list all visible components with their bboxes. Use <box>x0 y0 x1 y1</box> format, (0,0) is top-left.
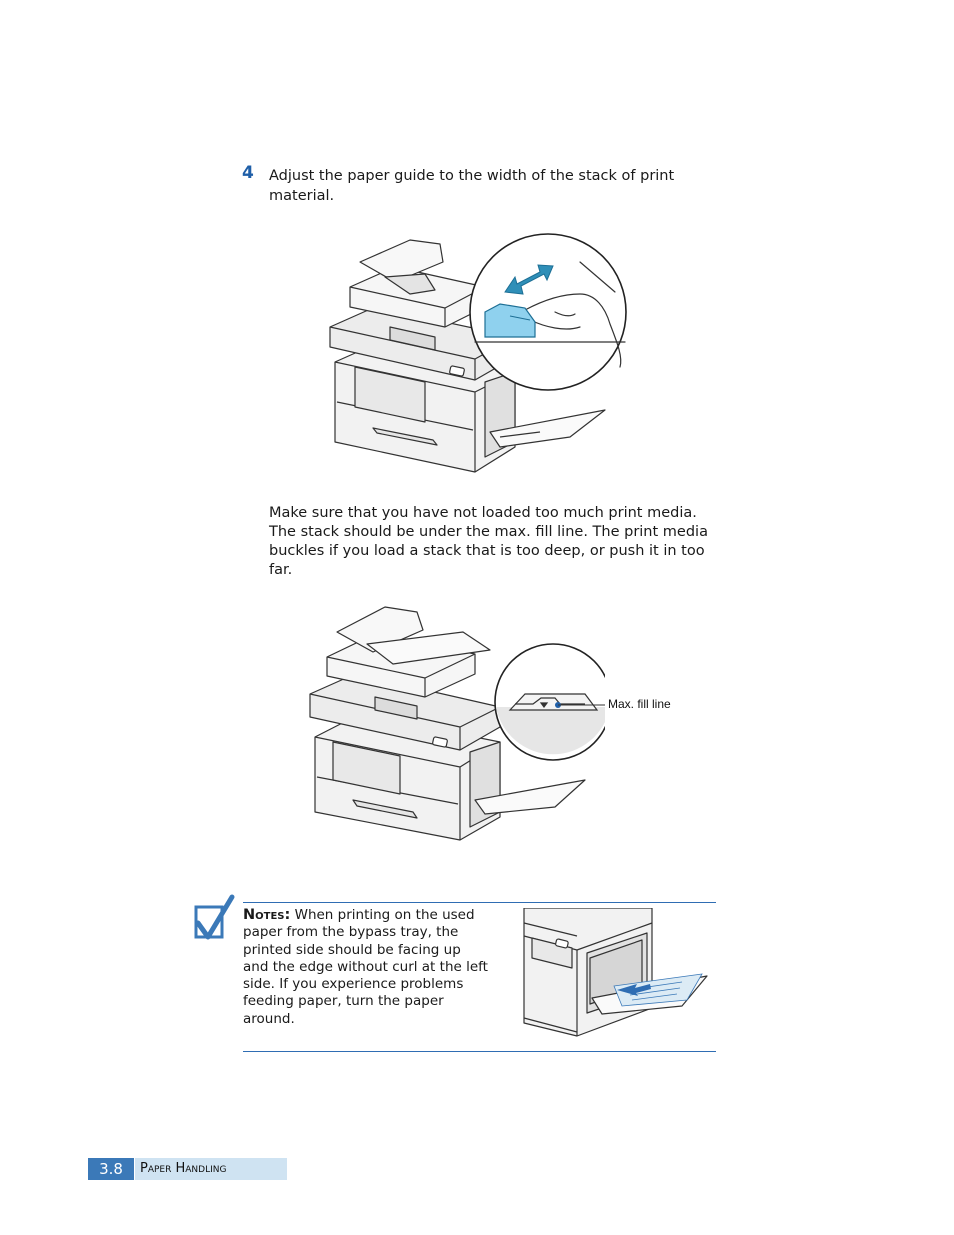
checkmark-icon <box>194 894 235 940</box>
step-number: 4 <box>242 163 254 183</box>
bypass-tray-illustration <box>523 908 708 1037</box>
note-top-rule <box>243 902 716 903</box>
printer-max-fill-illustration <box>309 606 605 841</box>
max-fill-line-label: Max. fill line <box>608 697 671 711</box>
overfill-warning-paragraph: Make sure that you have not loaded too m… <box>269 505 708 578</box>
page-number: 3.8 <box>88 1158 134 1180</box>
section-title: Paper Handling <box>135 1158 287 1180</box>
step-instruction: Adjust the paper guide to the width of t… <box>269 168 675 204</box>
note-text: Notes: When printing on the used paper f… <box>243 907 488 1028</box>
note-heading: Notes: <box>243 907 291 923</box>
note-body: When printing on the used paper from the… <box>243 907 488 1027</box>
note-bottom-rule <box>243 1051 716 1052</box>
printer-paper-guide-illustration <box>329 233 627 473</box>
